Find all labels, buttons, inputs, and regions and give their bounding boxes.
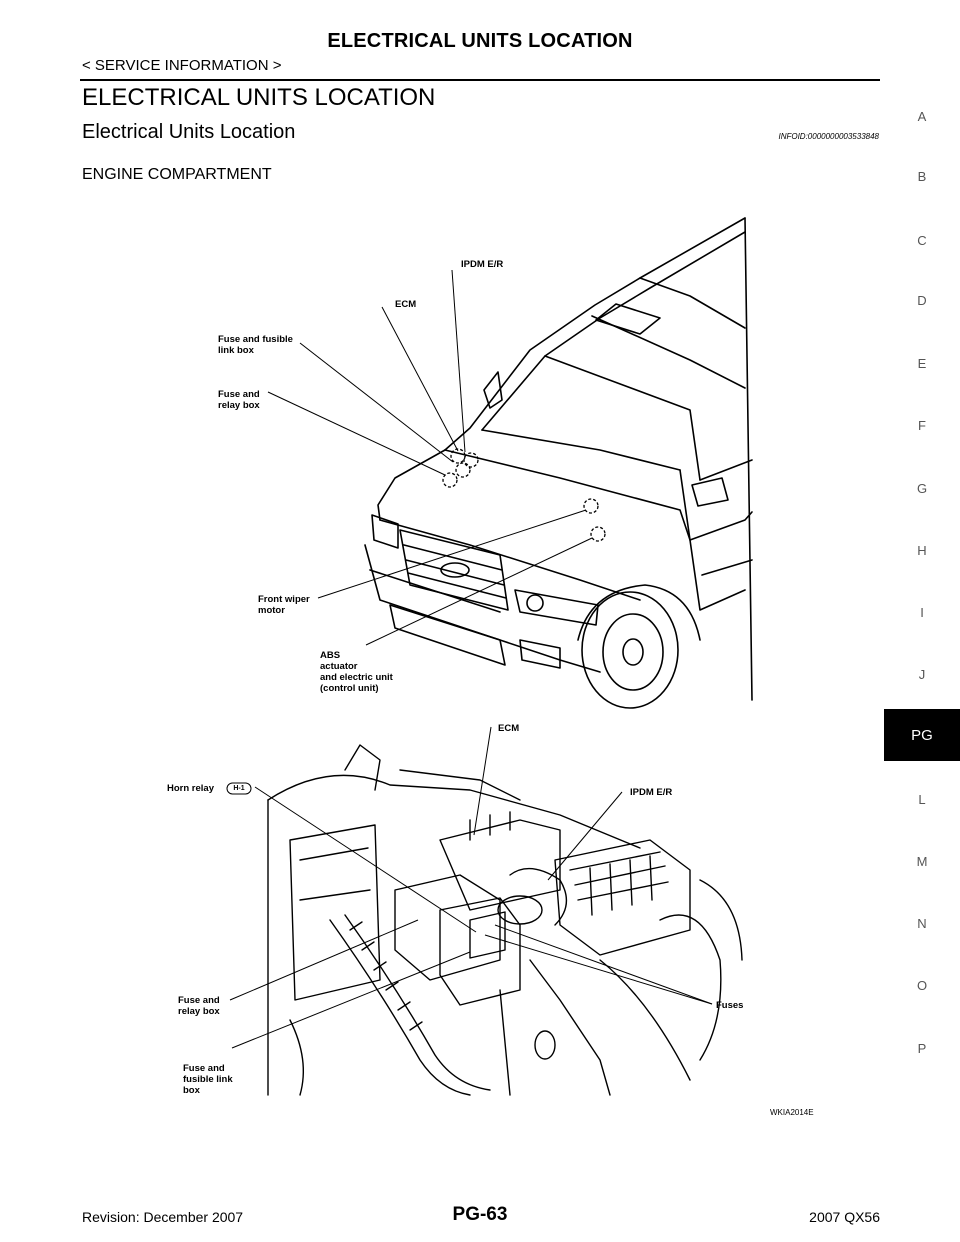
label-fuse-relay-box-lower: Fuse and relay box [178,995,220,1017]
horn-relay-badge-frame [226,782,252,795]
side-index-f[interactable]: F [918,418,926,433]
label-fuse-fusible-link-box-lower: Fuse and fusible link box [183,1063,233,1096]
side-index-o[interactable]: O [916,978,928,993]
vehicle-illustration [364,217,753,709]
page-header-title: ELECTRICAL UNITS LOCATION [327,30,633,52]
side-index-m[interactable]: M [916,854,928,869]
label-horn-relay: Horn relay [167,783,214,794]
label-front-wiper-motor: Front wiper motor [258,594,310,616]
side-index-b[interactable]: B [917,169,927,184]
side-index-i[interactable]: I [920,605,924,620]
label-ecm-upper: ECM [395,299,417,310]
label-ecm-lower: ECM [498,723,520,734]
label-fuses: Fuses [716,1000,744,1011]
section-title: ELECTRICAL UNITS LOCATION [82,84,436,111]
side-index-e[interactable]: E [917,356,927,371]
side-index-j[interactable]: J [918,667,926,682]
side-index-a[interactable]: A [917,109,927,124]
label-fuse-relay-box-upper: Fuse and relay box [218,389,260,411]
side-index-n[interactable]: N [917,916,927,931]
side-index-l[interactable]: L [918,792,926,807]
engine-compartment-heading: ENGINE COMPARTMENT [82,166,272,183]
side-index-h[interactable]: H [917,543,927,558]
side-index-pg-active[interactable]: PG [884,709,960,761]
footer-model: 2007 QX56 [809,1209,880,1225]
engine-bay-illustration [267,744,743,1096]
page-header-subtitle: < SERVICE INFORMATION > [82,57,282,74]
figure-code: WKIA2014E [770,1108,814,1117]
label-ipdm-er-upper: IPDM E/R [461,259,504,270]
lower-leader-lines [229,726,713,1049]
side-index-d[interactable]: D [917,293,927,308]
upper-locator-circles [442,448,606,542]
side-index-g[interactable]: G [916,481,928,496]
label-ipdm-er-lower: IPDM E/R [630,787,673,798]
side-index-p[interactable]: P [917,1041,927,1056]
label-abs-actuator: ABS actuator and electric unit (control … [320,650,393,694]
upper-leader-lines [267,269,593,646]
side-index-c[interactable]: C [917,233,927,248]
footer-page-number: PG-63 [452,1204,508,1225]
header-divider [80,79,880,81]
footer-revision: Revision: December 2007 [82,1209,244,1225]
subsection-title: Electrical Units Location [82,121,296,143]
label-horn-relay-code: H-1 [233,785,245,792]
label-fuse-fusible-link-box-upper: Fuse and fusible link box [218,334,293,356]
info-id: INFOID:0000000003533848 [778,132,879,141]
